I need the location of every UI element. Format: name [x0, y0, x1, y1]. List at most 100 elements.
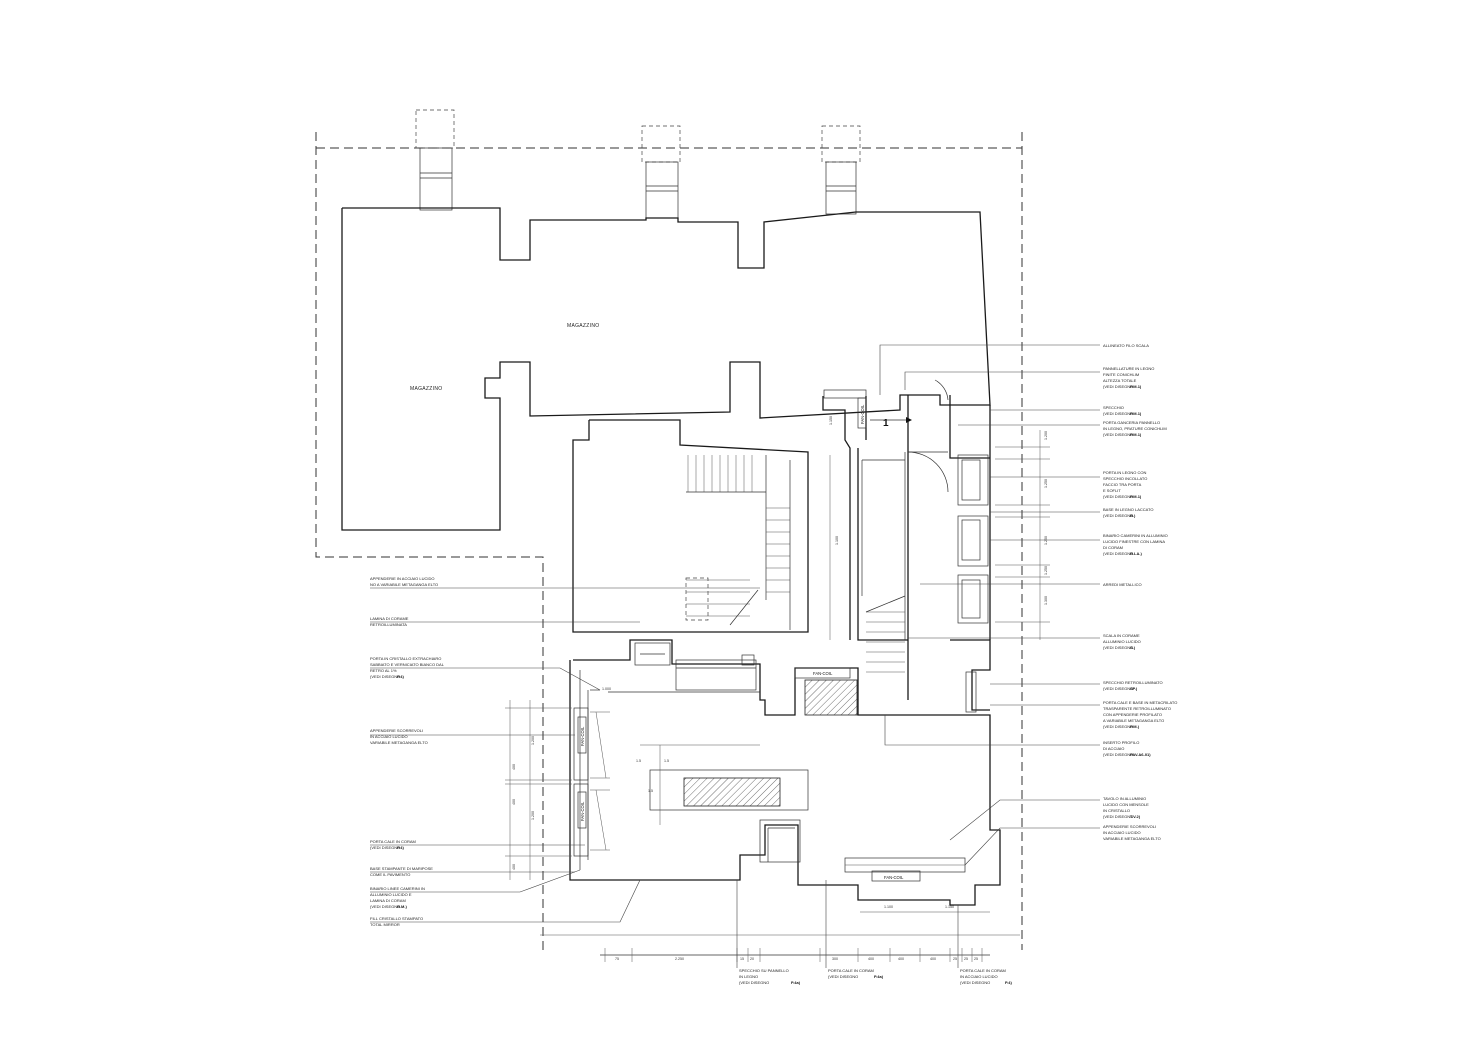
- dim-label: 400: [512, 864, 516, 870]
- note-right: SPECCHIO RETROILLUMINATO: [1103, 680, 1163, 685]
- bottom-niche: [759, 819, 966, 873]
- dim-label: 1.5: [648, 789, 653, 793]
- note-right: ALTEZZA TOTALE: [1103, 378, 1137, 383]
- note-right: (VEDI DISEGNO: [1103, 645, 1133, 650]
- note-right: DI CORAM: [1103, 545, 1123, 550]
- dim-label: 1.150: [945, 905, 954, 909]
- dim-label: 1.300: [1044, 596, 1048, 605]
- note-bottom: (VEDI DISEGNO: [828, 974, 858, 979]
- dim-label: 1.250: [1044, 536, 1048, 545]
- hatched-structure: [804, 679, 858, 716]
- note-bottom: IN ACCIAIO LUCIDO: [960, 974, 998, 979]
- section-marker-label: 1: [883, 418, 889, 429]
- note-right: (VEDI DISEGNO: [1103, 513, 1133, 518]
- dim-label: 75: [615, 957, 619, 961]
- note-right: VARIABILE METAGANGA ELTO: [1103, 836, 1161, 841]
- dim-label: 400: [898, 957, 904, 961]
- stair-dimension: 1.100 1.150 1.100 1.150 1.000 1.5 1.5 1.…: [602, 416, 990, 913]
- corridor-stair: [865, 595, 906, 673]
- dim-label: 1.150: [829, 416, 833, 425]
- note-right: ARREDI METALLICO: [1103, 582, 1142, 587]
- dim-label: 1.5: [636, 759, 641, 763]
- note-right: PORTA IN LEGNO CON: [1103, 470, 1147, 475]
- note-left: RETROILLUMINATA: [370, 622, 407, 627]
- note-left: LAMINA DI CORAME: [370, 616, 409, 621]
- note-right: (VEDI DISEGNO: [1103, 494, 1133, 499]
- note-ref: P.4a): [791, 980, 801, 985]
- note-right: IN LEGNO, PRATURE CONICHLIM: [1103, 426, 1167, 431]
- note-right: SCALA IN CORAME: [1103, 633, 1140, 638]
- note-left: TOTAL MIRROR: [370, 922, 400, 927]
- note-right: PORTA CALE E BASE IN METACRILATO: [1103, 700, 1177, 705]
- note-ref: P.M.1): [1130, 494, 1142, 499]
- fan-coil-tag: FAN-COIL: [884, 875, 904, 880]
- note-right: (VEDI DISEGNO: [1103, 432, 1133, 437]
- section-marker: 1: [870, 417, 912, 429]
- note-ref: B.): [1130, 513, 1136, 518]
- note-bottom: (VEDI DISEGNO: [739, 980, 769, 985]
- stair-treads: [685, 455, 791, 630]
- fan-coil-tags: FAN-COIL FAN-COIL FAN-COIL FAN-COIL FAN-…: [577, 397, 921, 882]
- note-right: ALLUMINIO LUCIDO: [1103, 639, 1141, 644]
- property-boundary: [315, 132, 1023, 950]
- note-right: (VEDI DISEGNO: [1103, 411, 1133, 416]
- dim-label: 2.250: [675, 957, 684, 961]
- right-leaders: [879, 344, 1100, 866]
- note-ref: P.4a): [874, 974, 884, 979]
- note-left: (VEDI DISEGNO: [370, 904, 400, 909]
- dim-label: 400: [930, 957, 936, 961]
- note-right: (VEDI DISEGNO: [1103, 551, 1133, 556]
- note-left: NO A VARIABILE METAGANGA ELTO: [370, 582, 438, 587]
- dim-label: 25: [953, 957, 957, 961]
- dim-label: 400: [512, 799, 516, 805]
- note-right: PORTA GANCERIA PANNELLO: [1103, 420, 1160, 425]
- note-right: BINARIO CAMERINI IN ALLUMINIO: [1103, 533, 1168, 538]
- note-left: BASE STAMPANTE DI MARIPOSE: [370, 866, 433, 871]
- dim-label: 1.200: [531, 811, 535, 820]
- fan-coil-tag: FAN-COIL: [860, 404, 865, 424]
- note-left: COME IL PAVIMENTO: [370, 872, 410, 877]
- note-ref: T.V.2): [1130, 814, 1141, 819]
- note-right: DI ACCIAIO: [1103, 746, 1124, 751]
- note-right: FACCIO TRA PORTA: [1103, 482, 1142, 487]
- note-left: ALLUMINIO LUCIDO E: [370, 892, 412, 897]
- dim-label: 1.5: [664, 759, 669, 763]
- note-ref: P.4): [397, 674, 404, 679]
- dim-label: 1.250: [1044, 566, 1048, 575]
- note-ref: P.M.1): [1130, 411, 1142, 416]
- dim-label: 1.100: [884, 905, 893, 909]
- note-ref: P.M.): [1130, 724, 1140, 729]
- note-right: ALLINEATO FILO SCALA: [1103, 343, 1149, 348]
- storage-room-outline: [341, 207, 991, 531]
- note-right: SPECCHIO INCOLLATO: [1103, 476, 1147, 481]
- note-right: LUCIDO FINESTRE CON LAMINA: [1103, 539, 1165, 544]
- note-right: INSERTO PROFILO: [1103, 740, 1139, 745]
- note-ref: PAV.A6-01): [1130, 752, 1151, 757]
- note-right: SPECCHIO: [1103, 405, 1124, 410]
- note-left: RETRO AL 1%: [370, 668, 397, 673]
- dim-label: 20: [750, 957, 754, 961]
- note-left: FILL CRISTALLO STAMPATO: [370, 916, 423, 921]
- dim-label: 1.100: [835, 536, 839, 545]
- fan-coil-tag: FAN-COIL: [580, 726, 585, 746]
- note-right: (VEDI DISEGNO: [1103, 384, 1133, 389]
- note-right: IN ACCIAIO LUCIDO: [1103, 830, 1141, 835]
- note-right: (VEDI DISEGNO: [1103, 814, 1133, 819]
- right-notes: ALLINEATO FILO SCALA PANNELLATURE IN LEG…: [1103, 343, 1177, 841]
- note-left: BINARIO LINEE CAMERINI IN: [370, 886, 425, 891]
- note-ref: P.4): [1005, 980, 1012, 985]
- left-dimension-chain: 1.200 400 400 1.200 400: [505, 700, 572, 880]
- note-right: APPENDERIE SCORREVOLI: [1103, 824, 1156, 829]
- note-right: FINITE CONICHLIM: [1103, 372, 1139, 377]
- chimney-stacks: [415, 109, 861, 219]
- note-bottom: PORTA CALE IN CORAM: [960, 968, 1006, 973]
- note-left: (VEDI DISEGNO: [370, 845, 400, 850]
- dim-label: 1.250: [1044, 479, 1048, 488]
- note-ref: P.4): [397, 845, 404, 850]
- room-label-magazzino-upper: MAGAZZINO: [567, 323, 599, 329]
- note-left: APPENDERIE IN ACCIAIO LUCIDO: [370, 576, 434, 581]
- corridor-walls: [822, 379, 991, 713]
- note-right: (VEDI DISEGNO: [1103, 686, 1133, 691]
- bottom-dimension-chain: 75 2.250 15 20 300 400 400 400 25 25 25: [540, 934, 1020, 962]
